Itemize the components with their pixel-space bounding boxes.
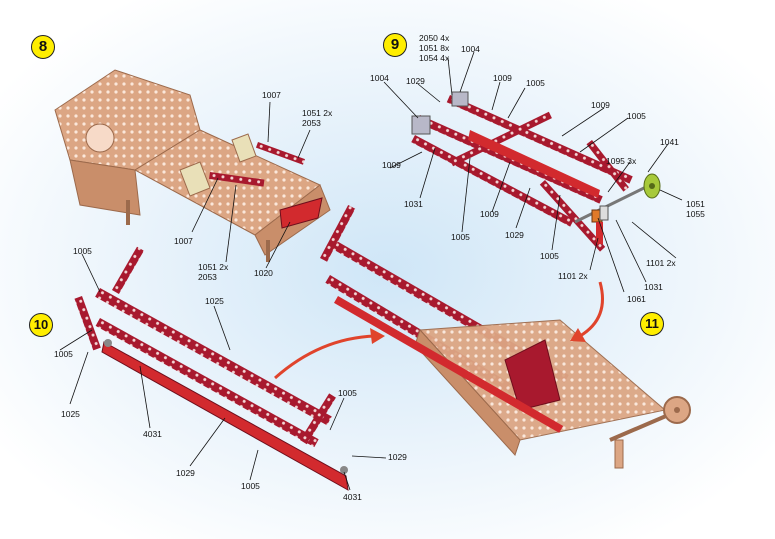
strip-1051-bottom [209,172,265,187]
beam-1005-short [112,246,144,294]
part-label: 1009 [591,100,610,110]
part-label: 1061 [627,294,646,304]
part-label: 1025 [205,296,224,306]
flap-plate [231,133,257,163]
arrow-10-to-11-head [370,328,385,344]
part-label: 4031 [343,492,362,502]
part-1101 [599,205,609,221]
step-8-illustration [54,69,331,269]
part-label: 1004 [370,73,389,83]
beam-1005-right [300,393,336,445]
bracket-red [596,222,603,244]
beam-1029-lower [95,318,319,448]
beam-upright [586,140,629,192]
red-lift-plate [504,339,561,411]
part-label: 1029 [406,76,425,86]
step-badge-8: 8 [31,35,55,59]
chassis-wheel-cutout [85,123,115,153]
part-label: 1005 [627,111,646,121]
beam-1025-upper [95,288,332,426]
beam-1009-mid [416,115,603,204]
bracket-1004 [451,91,469,107]
bolt [104,339,112,347]
part-label: 1031 [404,199,423,209]
part-label: 2050 4x 1051 8x 1054 4x [419,33,450,63]
wheel-hub [649,183,655,189]
beam-1009-top [446,95,633,184]
part-label: 1031 [644,282,663,292]
strip-1051-top [255,142,305,165]
part-1020 [279,197,323,229]
part-label: 1009 [493,73,512,83]
axle [574,183,651,224]
arrow-9-to-11 [579,281,604,338]
bolt [340,466,348,474]
part-label: 1005 [451,232,470,242]
part-label: 1101 2x [558,271,588,281]
base-plate-9 [468,130,600,198]
base-4031 [101,341,349,491]
part-label: 1051 2x 2053 [198,262,229,282]
part-label: 1029 [505,230,524,240]
step-badge-10: 10 [29,313,53,337]
chassis-rear-block [69,159,141,216]
wheel-11-hub [674,407,680,413]
part-label: 4031 [143,429,162,439]
part-label: 1025 [61,409,80,419]
part-label: 1051 1055 [686,199,705,219]
part-label: 1007 [262,90,281,100]
step-10-leaders [59,253,387,491]
part-label: 1005 [54,349,73,359]
part-label: 1009 [382,160,401,170]
part-label: 1029 [176,468,195,478]
part-label: 1005 [540,251,559,261]
arrow-10-to-11 [274,334,376,380]
part-label: 1041 [660,137,679,147]
step-9-leaders [383,51,683,293]
beam-cross [450,111,552,167]
part-label: 1004 [461,44,480,54]
beam-diag-11 [320,205,356,262]
step-10-illustration [59,246,387,491]
beam-1025-left [74,296,101,351]
part-label: 1101 2x [646,258,676,268]
step-11-illustration [320,205,691,469]
step-9-illustration [383,51,683,293]
part-label: 1009 [480,209,499,219]
leg-11 [614,439,624,469]
beam-diagonal [539,180,606,252]
part-label: 1051 2x 2053 [302,108,333,128]
part-label: 1029 [388,452,407,462]
arrow-9-to-11-head [570,328,586,342]
part-label: 1020 [254,268,273,278]
part-label: 1095 3x [606,156,637,166]
bracket-1004 [411,115,431,135]
step-8-leaders [191,101,311,269]
part-label: 1005 [526,78,545,88]
base-11 [334,296,564,433]
flap-plate [179,161,211,197]
part-label: 1007 [174,236,193,246]
part-label: 1005 [338,388,357,398]
part-label: 1005 [73,246,92,256]
step-badge-9: 9 [383,33,407,57]
beam-1009-low [411,135,574,227]
part-label: 1005 [241,481,260,491]
step-badge-11: 11 [640,312,664,336]
